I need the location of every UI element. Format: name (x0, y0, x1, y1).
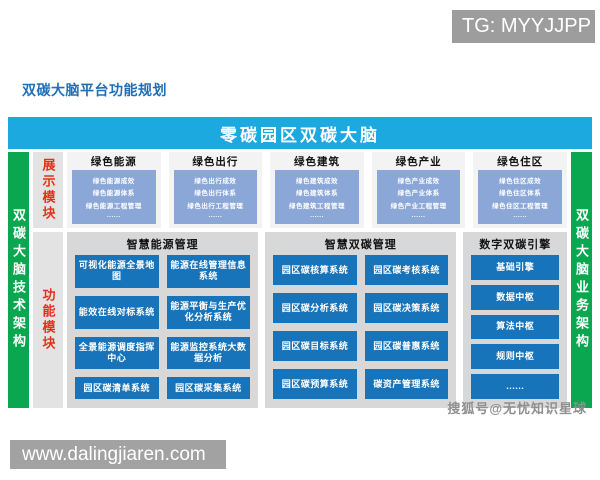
display-module-row: 展示模块 绿色能源 绿色能源成效 绿色能源体系 绿色能源工程管理 ...... … (33, 152, 567, 228)
display-item: 绿色住区工程管理 (492, 202, 549, 210)
display-item: 绿色产业体系 (397, 190, 440, 198)
group-title: 智慧双碳管理 (324, 239, 397, 251)
right-bar-label: 双碳大脑业务架构 (574, 208, 589, 352)
group-systems-grid: 可视化能源全景地图 能源在线管理信息系统 能效在线对标系统 能源平衡与生产优化分… (75, 255, 251, 399)
left-bar-label: 双碳大脑技术架构 (11, 208, 26, 352)
system-box: 园区碳普惠系统 (364, 331, 449, 361)
website-badge: www.dalingjiaren.com (10, 440, 226, 469)
function-module-row: 功能模块 智慧能源管理 可视化能源全景地图 能源在线管理信息系统 能效在线对标系… (33, 232, 567, 408)
group-digital-dual-carbon-engine: 数字双碳引擎 基础引擎 数据中枢 算法中枢 规则中枢 ...... (463, 232, 567, 408)
system-box: 园区碳决策系统 (364, 293, 449, 323)
display-panel-items: 绿色建筑成效 绿色建筑体系 绿色建筑工程管理 ...... (275, 170, 359, 224)
system-box: 可视化能源全景地图 (75, 255, 159, 288)
group-title: 数字双碳引擎 (479, 239, 552, 251)
display-item: ...... (411, 212, 426, 220)
display-item: 绿色出行成效 (194, 177, 237, 185)
system-box: 能源平衡与生产优化分析系统 (166, 295, 251, 329)
display-item: 绿色产业工程管理 (390, 202, 447, 210)
display-item: ...... (513, 212, 528, 220)
display-item: 绿色建筑工程管理 (288, 202, 345, 210)
display-item: 绿色建筑体系 (295, 190, 338, 198)
diagram-banner: 零碳园区双碳大脑 (8, 117, 592, 149)
display-panel-items: 绿色产业成效 绿色产业体系 绿色产业工程管理 ...... (376, 170, 461, 224)
system-box: 规则中枢 (471, 344, 559, 370)
tg-contact-text: TG: MYYJJPP (462, 15, 591, 37)
system-box: 园区碳清单系统 (75, 377, 159, 399)
system-box: 碳资产管理系统 (364, 369, 449, 399)
display-module-label-text: 展示模块 (40, 158, 56, 222)
display-panel-title: 绿色能源 (90, 156, 137, 168)
display-module-label: 展示模块 (33, 152, 63, 228)
system-box: 园区碳采集系统 (166, 377, 251, 399)
group-systems-grid: 园区碳核算系统 园区碳考核系统 园区碳分析系统 园区碳决策系统 园区碳目标系统 … (273, 255, 449, 399)
function-module-label: 功能模块 (33, 232, 63, 408)
display-item: 绿色出行体系 (194, 190, 237, 198)
system-box: 园区碳考核系统 (364, 255, 449, 285)
display-panel-green-building: 绿色建筑 绿色建筑成效 绿色建筑体系 绿色建筑工程管理 ...... (270, 152, 364, 228)
function-groups: 智慧能源管理 可视化能源全景地图 能源在线管理信息系统 能效在线对标系统 能源平… (67, 232, 567, 408)
system-box: 基础引擎 (471, 255, 559, 280)
display-item: 绿色能源体系 (92, 190, 135, 198)
display-panel-green-mobility: 绿色出行 绿色出行成效 绿色出行体系 绿色出行工程管理 ...... (168, 152, 263, 228)
display-panel-title: 绿色产业 (395, 156, 442, 168)
system-box: 园区碳目标系统 (273, 331, 357, 361)
display-item: 绿色产业成效 (397, 177, 440, 185)
display-item: ...... (310, 212, 324, 220)
display-panel-green-community: 绿色住区 绿色住区成效 绿色住区体系 绿色住区工程管理 ...... (473, 152, 567, 228)
display-item: ...... (208, 212, 223, 220)
website-badge-text: www.dalingjiaren.com (22, 443, 206, 465)
display-panel-green-energy: 绿色能源 绿色能源成效 绿色能源体系 绿色能源工程管理 ...... (67, 152, 161, 228)
display-item: ...... (106, 212, 121, 220)
display-panel-title: 绿色建筑 (293, 156, 340, 168)
display-panel-items: 绿色出行成效 绿色出行体系 绿色出行工程管理 ...... (173, 170, 258, 224)
page-title: 双碳大脑平台功能规划 (22, 82, 167, 98)
system-box: 园区碳核算系统 (273, 255, 357, 285)
function-module-label-text: 功能模块 (40, 288, 56, 352)
system-box: 数据中枢 (471, 284, 559, 310)
display-panel-green-industry: 绿色产业 绿色产业成效 绿色产业体系 绿色产业工程管理 ...... (371, 152, 466, 228)
group-systems-grid: 基础引擎 数据中枢 算法中枢 规则中枢 ...... (471, 255, 559, 399)
system-box: 能效在线对标系统 (75, 295, 159, 329)
diagram-body: 双碳大脑技术架构 展示模块 绿色能源 绿色能源成效 绿色能源体系 绿色能源工程管… (8, 152, 592, 408)
group-title: 智慧能源管理 (126, 239, 199, 251)
system-box: 能源在线管理信息系统 (166, 255, 251, 288)
diagram-middle: 展示模块 绿色能源 绿色能源成效 绿色能源体系 绿色能源工程管理 ...... … (33, 152, 567, 408)
display-panel-items: 绿色住区成效 绿色住区体系 绿色住区工程管理 ...... (478, 170, 562, 224)
system-box: 园区碳分析系统 (273, 293, 357, 323)
display-panel-title: 绿色住区 (497, 156, 544, 168)
tg-contact-badge: TG: MYYJJPP (452, 10, 595, 43)
left-tech-architecture-bar: 双碳大脑技术架构 (8, 152, 29, 408)
display-item: 绿色住区成效 (499, 177, 542, 185)
display-item: 绿色出行工程管理 (187, 202, 244, 210)
right-business-architecture-bar: 双碳大脑业务架构 (571, 152, 592, 408)
display-panel-title: 绿色出行 (192, 156, 239, 168)
system-box: 能源监控系统大数据分析 (166, 336, 251, 370)
display-item: 绿色住区体系 (499, 190, 542, 198)
system-box: 园区碳预算系统 (273, 369, 357, 399)
sohu-watermark: 搜狐号@无忧知识星球 (447, 401, 587, 416)
group-smart-energy-management: 智慧能源管理 可视化能源全景地图 能源在线管理信息系统 能效在线对标系统 能源平… (67, 232, 259, 408)
group-smart-dual-carbon-management: 智慧双碳管理 园区碳核算系统 园区碳考核系统 园区碳分析系统 园区碳决策系统 园… (265, 232, 457, 408)
system-box: 全景能源调度指挥中心 (75, 336, 159, 370)
system-box: ...... (471, 374, 559, 399)
display-panel-items: 绿色能源成效 绿色能源体系 绿色能源工程管理 ...... (72, 170, 156, 224)
display-item: 绿色能源工程管理 (85, 202, 142, 210)
display-item: 绿色建筑成效 (295, 177, 338, 185)
display-panels: 绿色能源 绿色能源成效 绿色能源体系 绿色能源工程管理 ...... 绿色出行 … (67, 152, 567, 228)
dual-carbon-diagram: 零碳园区双碳大脑 双碳大脑技术架构 展示模块 绿色能源 绿色能源成效 绿色能源体… (8, 117, 592, 408)
display-item: 绿色能源成效 (92, 177, 135, 185)
system-box: 算法中枢 (471, 314, 559, 340)
